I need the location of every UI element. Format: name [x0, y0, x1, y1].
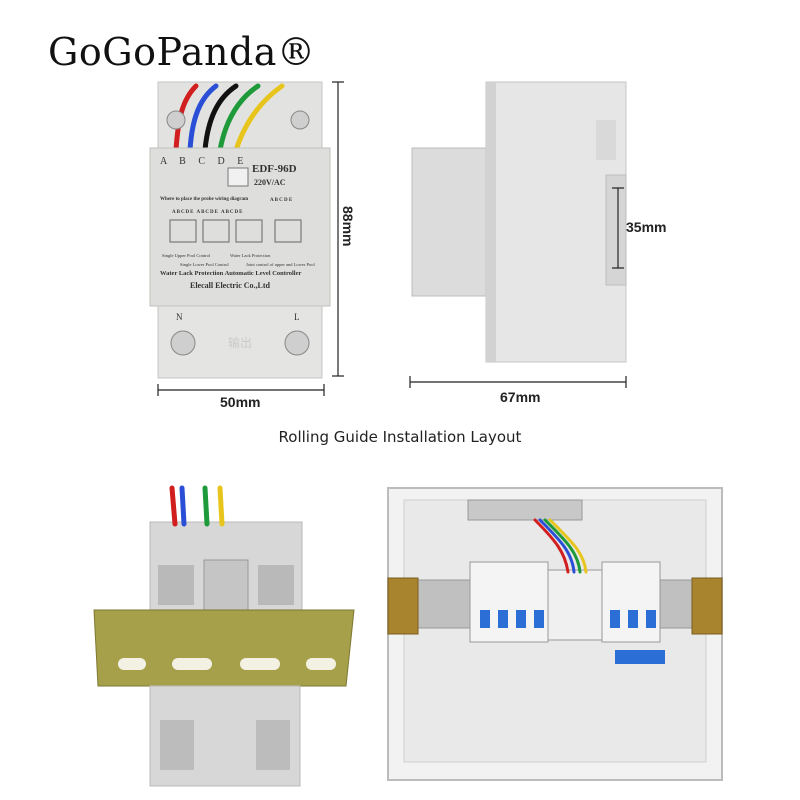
device-terminal-labels: A B C D E [160, 156, 249, 167]
device-front-view [149, 81, 331, 379]
din-rail-closeup [93, 485, 355, 787]
distribution-box [387, 487, 723, 781]
terminal-n-label: N [176, 312, 183, 322]
probe-group-right-label: A B C D E [270, 198, 293, 203]
dimension-width-label: 50mm [220, 394, 261, 410]
probe-diagram-title: Where to place the probe wiring diagram [160, 197, 249, 202]
mode-lower-label: Single Lower Pool Control [180, 262, 229, 267]
mode-protect-label: Water Lack Protection [230, 253, 271, 258]
dimension-lines-front [157, 81, 344, 396]
dimension-rail-label: 35mm [626, 219, 667, 235]
probe-group-labels: ABCDE ABCDE ABCDE [172, 210, 244, 215]
installation-caption: Rolling Guide Installation Layout [278, 428, 522, 446]
device-model-label: EDF-96D [252, 163, 297, 175]
product-name-label: Water Lack Protection Automatic Level Co… [160, 270, 302, 277]
dimension-depth-label: 67mm [500, 389, 541, 405]
brand-logo-text: GoGoPanda® [48, 30, 316, 74]
device-wires [173, 83, 285, 153]
dimension-lines-side [409, 187, 627, 388]
mode-joint-label: Joint control of upper and Lower Pool [246, 262, 315, 267]
manufacturer-label: Elecall Electric Co.,Ltd [190, 281, 270, 290]
terminal-l-label: L [294, 312, 300, 322]
device-voltage-label: 220V/AC [254, 178, 286, 187]
mode-upper-label: Single Upper Pool Control [162, 253, 211, 258]
dimension-height-label: 88mm [340, 206, 356, 247]
output-label: 输出 [228, 336, 253, 350]
device-side-view [411, 81, 627, 363]
breakers [469, 561, 661, 643]
